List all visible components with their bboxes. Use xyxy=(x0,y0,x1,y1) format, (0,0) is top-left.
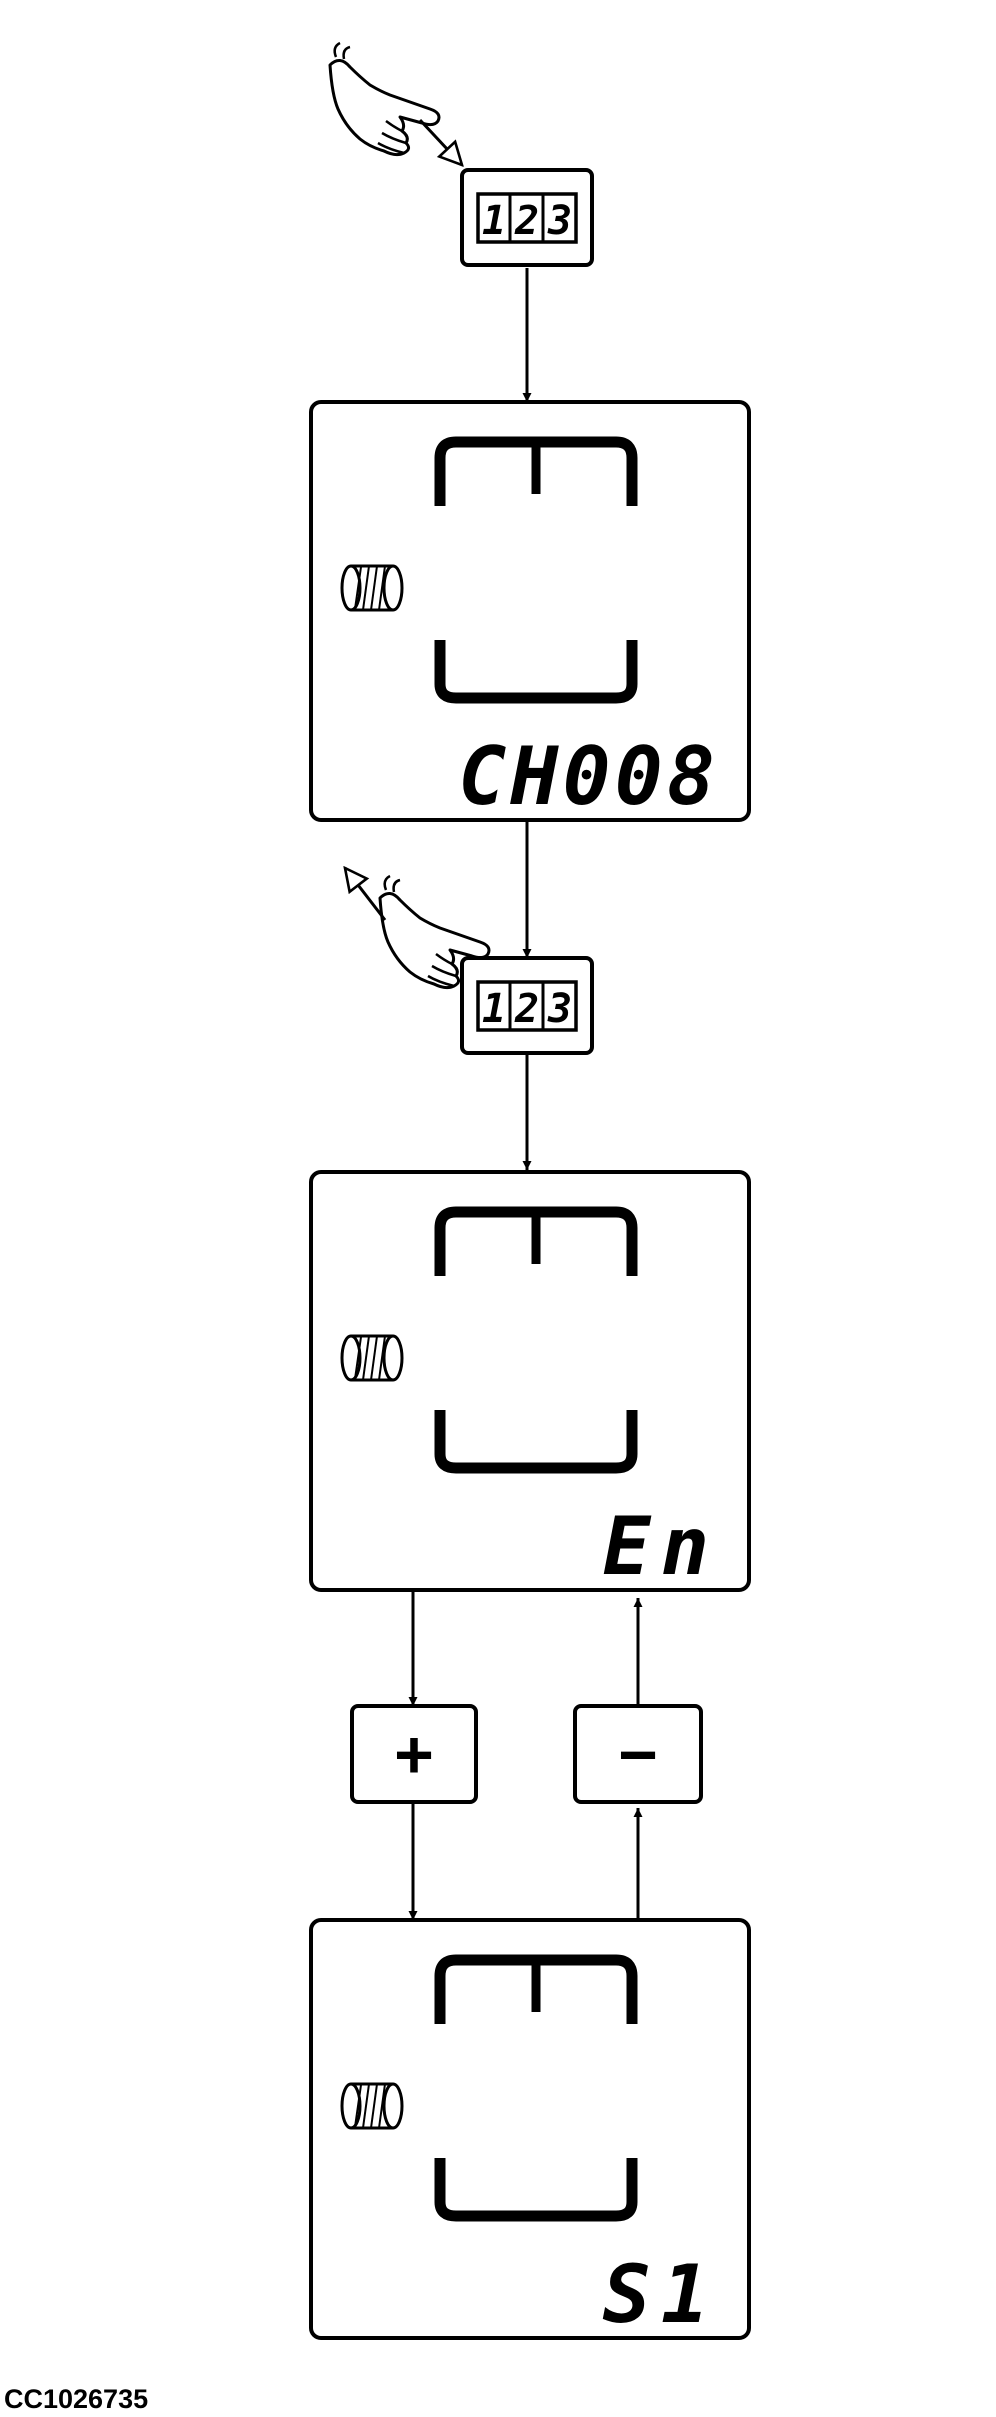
keypad-digit-2: 2 xyxy=(514,198,539,244)
keypad-digit-1: 1 xyxy=(482,198,506,244)
minus-button[interactable]: − xyxy=(573,1704,703,1804)
screen-readout: S1 xyxy=(603,2248,719,2341)
reference-code: CC1026735 xyxy=(4,2384,148,2414)
keypad-button-bottom[interactable]: 1 2 3 xyxy=(460,956,594,1055)
press-arrow xyxy=(418,118,462,165)
keypad-digit-1: 1 xyxy=(482,986,506,1032)
minus-label: − xyxy=(618,1717,658,1793)
screen-readout: CH008 xyxy=(458,730,719,823)
release-arrow xyxy=(345,868,387,921)
display-screen-2: En xyxy=(309,1170,751,1593)
display-screen-3: S1 xyxy=(309,1918,751,2341)
display-screen-1: CH008 xyxy=(309,400,751,823)
keypad-button-top[interactable]: 1 2 3 xyxy=(460,168,594,267)
keypad-digit-2: 2 xyxy=(514,986,539,1032)
plus-button[interactable]: + xyxy=(350,1704,478,1804)
screen-readout: En xyxy=(603,1500,719,1593)
keypad-digit-3: 3 xyxy=(547,198,572,244)
hand-press-icon xyxy=(328,41,441,157)
plus-label: + xyxy=(394,1717,434,1793)
keypad-digit-3: 3 xyxy=(547,986,572,1032)
